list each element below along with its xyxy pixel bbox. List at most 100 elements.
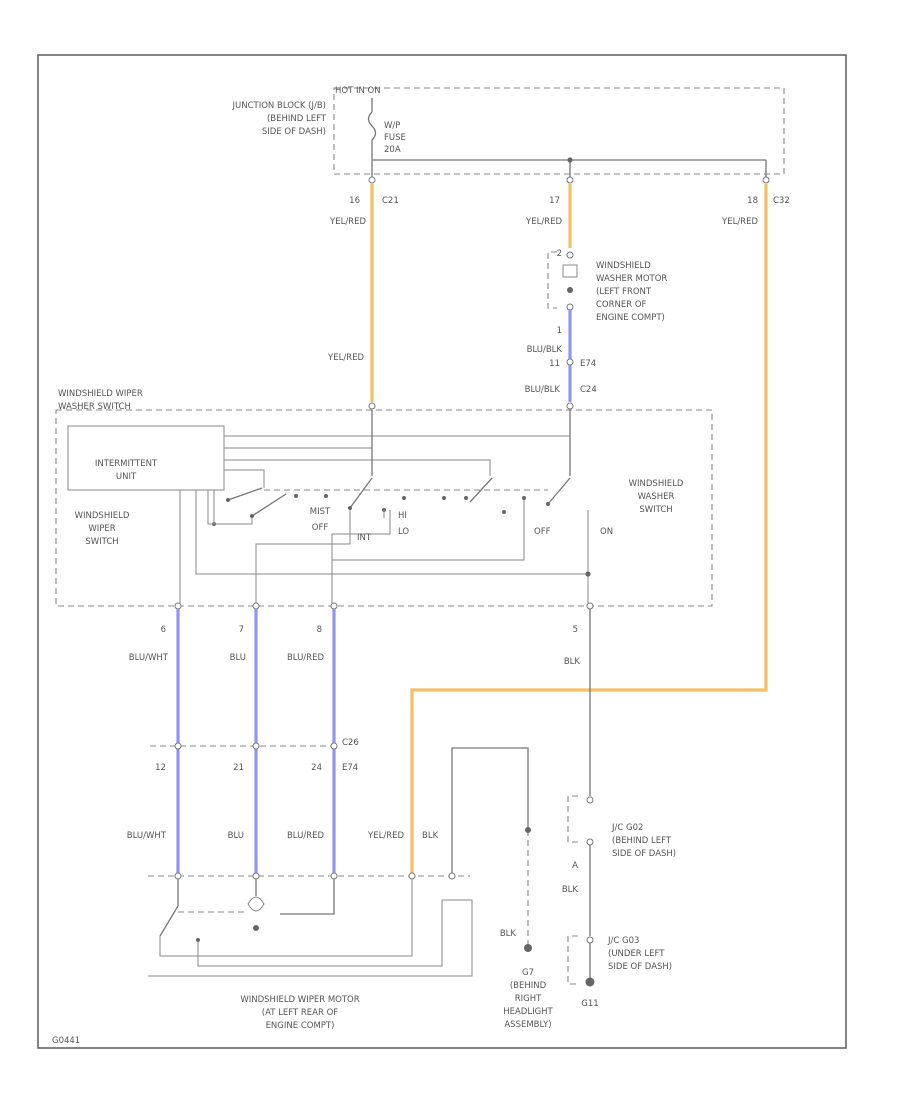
yelred-label-4: YEL/RED — [327, 353, 364, 363]
jc-bottom-label-3: SIDE OF DASH) — [608, 962, 672, 972]
g7-splice — [525, 827, 531, 833]
g7-label-5: ASSEMBLY) — [504, 1020, 551, 1030]
jc-top-label-2: (BEHIND LEFT — [612, 836, 672, 846]
jc-g02-box — [567, 795, 578, 843]
pin-18-label: 18 — [747, 196, 758, 206]
bus-drops — [371, 160, 767, 178]
yelred-label-2: YEL/RED — [525, 217, 562, 227]
pin-18 — [762, 176, 770, 184]
inline-pin-21 — [252, 742, 260, 750]
motor-return-2 — [148, 899, 473, 977]
g7-label-2: (BEHIND — [510, 981, 547, 991]
washer-label-5: ENGINE COMPT) — [596, 313, 665, 323]
pin-16 — [368, 176, 376, 184]
conn-c26-label: C26 — [342, 738, 359, 748]
hi-label: HI — [398, 511, 407, 521]
motor-terminal — [196, 938, 200, 942]
intermittent-unit-box — [67, 425, 225, 491]
ground-g11 — [585, 977, 595, 987]
inline-pin-24 — [330, 742, 338, 750]
switch-contacts — [227, 477, 571, 517]
jc-g03-pin — [586, 936, 594, 944]
hi-path — [332, 500, 525, 561]
blu-label-1: BLU — [230, 653, 246, 663]
switch-pin-8 — [330, 602, 338, 610]
washer-label-2: WASHER MOTOR — [596, 274, 667, 284]
wire-blk-motor — [451, 747, 529, 873]
inline-pin-12 — [174, 742, 182, 750]
switch-pin-top-right — [566, 402, 574, 410]
blured-label-1: BLU/RED — [287, 653, 325, 663]
blk-label-2: BLK — [422, 831, 439, 841]
pin-17 — [566, 176, 574, 184]
conn-e74-label-b: E74 — [342, 763, 358, 773]
conn-c32-label: C32 — [773, 196, 790, 206]
washer-motor-symbol — [562, 264, 578, 278]
switch-title-2: WASHER SWITCH — [58, 402, 131, 412]
jc-bottom-label-2: (UNDER LEFT — [608, 949, 665, 959]
blublk-label-2: BLU/BLK — [525, 385, 561, 395]
washer-switch-label-2: WASHER — [638, 492, 675, 502]
yelred-label-1: YEL/RED — [329, 217, 366, 227]
switch-terminals — [212, 494, 550, 526]
junction-block-label-3: SIDE OF DASH) — [262, 127, 326, 137]
blk-label-4: BLK — [500, 929, 517, 939]
motor-label-3: ENGINE COMPT) — [266, 1021, 335, 1031]
washer-label-3: (LEFT FRONT — [596, 287, 652, 297]
pin-a-label: A — [572, 861, 578, 871]
switch-pin-6 — [174, 602, 182, 610]
switch-pin-7 — [252, 602, 260, 610]
motor-brush — [253, 925, 259, 931]
washer-pin-1 — [566, 303, 574, 311]
conn-e74-label-a: E74 — [580, 359, 596, 369]
pin-24-label: 24 — [311, 763, 322, 773]
washer-label-4: CORNER OF — [596, 300, 647, 310]
yelred-label-3: YEL/RED — [721, 217, 758, 227]
pin-21-label: 21 — [233, 763, 244, 773]
conn-c24-label: C24 — [580, 385, 597, 395]
blublk-label-1: BLU/BLK — [527, 345, 563, 355]
fuse-symbol — [367, 98, 377, 160]
pin-12-label: 12 — [155, 763, 166, 773]
g7-label-3: RIGHT — [515, 994, 542, 1004]
diagram-id: G0441 — [52, 1036, 80, 1046]
ground-bus — [195, 490, 588, 575]
jc-g02-pin-a — [586, 838, 594, 846]
intermittent-label-2: UNIT — [116, 472, 137, 482]
conn-c21-label: C21 — [382, 196, 399, 206]
junction-block-label-1: JUNCTION BLOCK (J/B) — [232, 101, 326, 111]
mist-label: MIST — [310, 507, 331, 517]
motor-label-2: (AT LEFT REAR OF — [262, 1008, 338, 1018]
internal-bus-4 — [224, 469, 265, 488]
blk-label-1: BLK — [564, 657, 581, 667]
motor-cam — [247, 896, 265, 912]
internal-bus-3 — [224, 459, 491, 476]
g7-label-4: HEADLIGHT — [503, 1007, 553, 1017]
hot-label: HOT IN ON — [335, 86, 381, 96]
on-label: ON — [600, 527, 613, 537]
wiper-switch-label-2: WIPER — [88, 524, 115, 534]
off-label: OFF — [312, 523, 329, 533]
washer-motor-box — [547, 251, 557, 309]
wiper-switch-label-1: WINDSHIELD — [75, 511, 130, 521]
pin-11 — [566, 358, 574, 366]
int-label: INT — [357, 533, 372, 543]
pin-17-label: 17 — [549, 196, 560, 206]
pin-8-label: 8 — [317, 625, 322, 635]
pin-16-label: 16 — [349, 196, 360, 206]
lo-path — [331, 510, 391, 560]
g11-label: G11 — [581, 999, 598, 1009]
pin-11-label: 11 — [549, 359, 560, 369]
motor-internal-contacts — [159, 879, 335, 937]
bluwht-label-2: BLU/WHT — [127, 831, 167, 841]
splice-dot — [567, 157, 573, 163]
jc-g03-box — [567, 935, 578, 985]
wire-yelred-right — [410, 183, 768, 873]
ground-g7 — [524, 944, 532, 952]
blured-label-2: BLU/RED — [287, 831, 325, 841]
switch-pin-top-left — [368, 402, 376, 410]
jc-top-label-1: J/C G02 — [611, 823, 643, 833]
intermittent-link — [207, 490, 253, 525]
